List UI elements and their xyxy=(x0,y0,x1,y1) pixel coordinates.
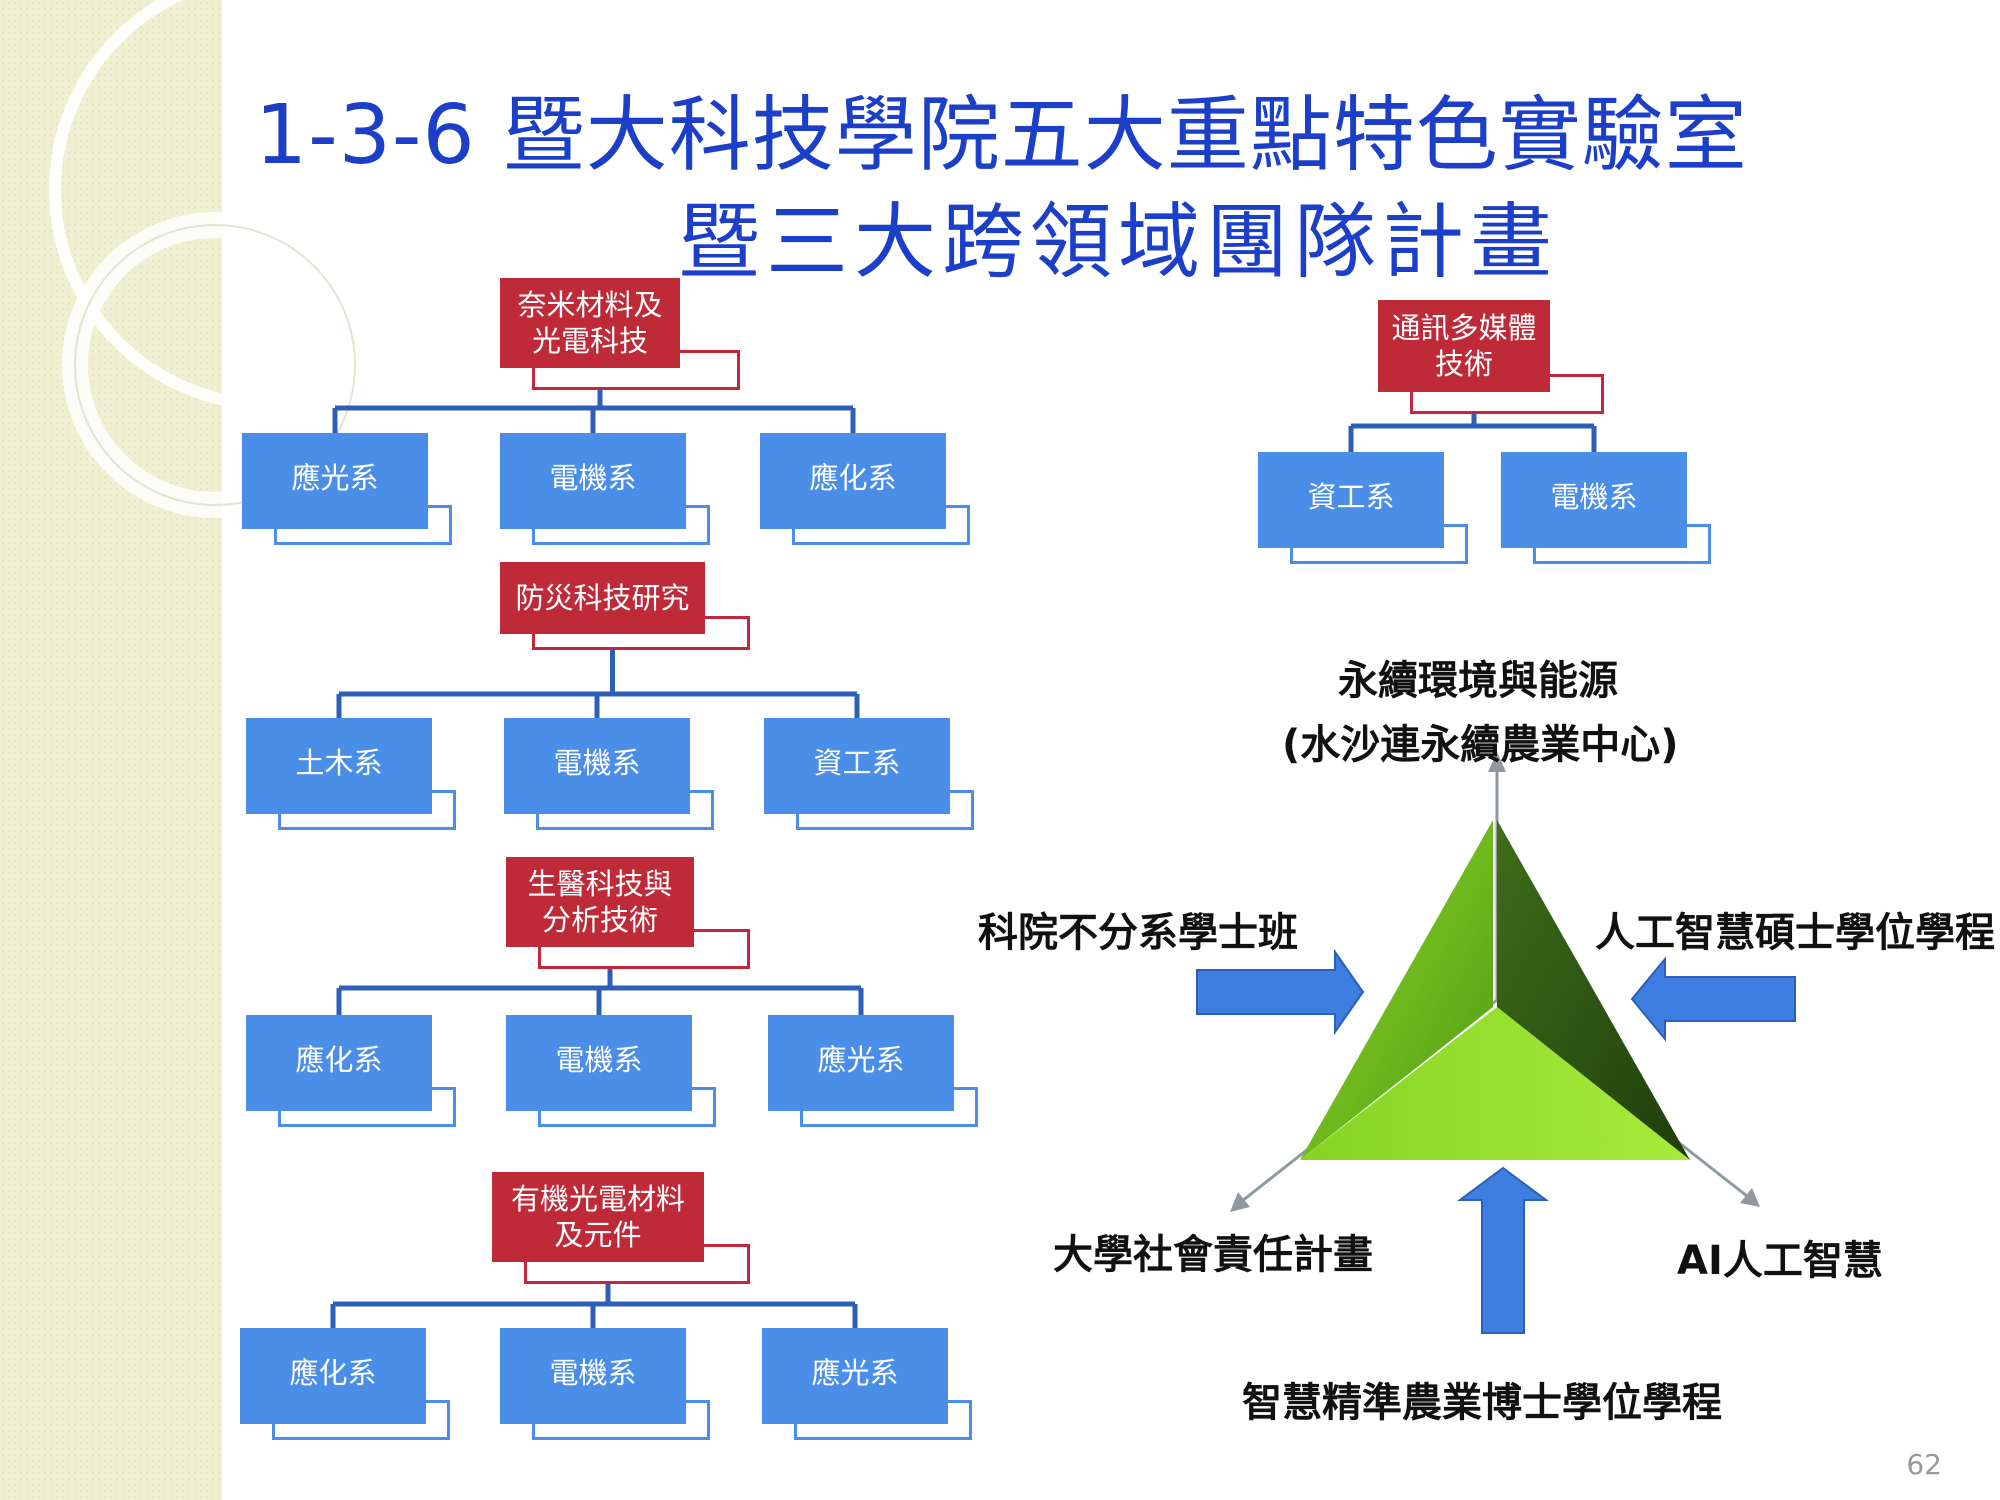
axis-bottom-right xyxy=(1496,998,1753,1202)
arrow-bottom-up xyxy=(1456,1166,1550,1334)
department-box: 土木系 xyxy=(246,718,456,830)
triangle-bottom-label: 智慧精準農業博士學位學程 xyxy=(1242,1380,1722,1426)
department-box: 應光系 xyxy=(768,1015,978,1127)
triangle-face-right xyxy=(1497,820,1690,1160)
lab-name: 生醫科技與 分析技術 xyxy=(506,857,694,947)
department-box: 電機系 xyxy=(500,1328,710,1440)
department-box: 應化系 xyxy=(240,1328,450,1440)
lab-name: 奈米材料及 光電科技 xyxy=(500,278,680,368)
axis-bottom-left-arrowhead xyxy=(1230,1192,1250,1212)
department-name: 土木系 xyxy=(246,718,432,814)
department-name: 資工系 xyxy=(764,718,950,814)
department-box: 電機系 xyxy=(506,1015,716,1127)
triangle-face-bottom xyxy=(1300,1007,1690,1160)
lab-name: 有機光電材料 及元件 xyxy=(492,1172,704,1262)
lab-name: 防災科技研究 xyxy=(500,562,705,634)
triangle-left-label: 科院不分系學士班 xyxy=(978,910,1298,956)
department-name: 電機系 xyxy=(504,718,690,814)
department-box: 資工系 xyxy=(764,718,974,830)
department-box: 應化系 xyxy=(760,433,970,545)
decorative-sidebar xyxy=(0,0,222,1500)
page-title-line-2: 暨三大跨領域團隊計畫 xyxy=(678,195,1559,290)
department-name: 應光系 xyxy=(762,1328,948,1424)
department-name: 應化系 xyxy=(760,433,946,529)
department-name: 電機系 xyxy=(500,433,686,529)
department-name: 應化系 xyxy=(246,1015,432,1111)
axis-bottom-left xyxy=(1236,998,1498,1207)
department-box: 電機系 xyxy=(504,718,714,830)
department-box: 電機系 xyxy=(1501,452,1711,564)
department-box: 電機系 xyxy=(500,433,710,545)
department-box: 應光系 xyxy=(762,1328,972,1440)
department-name: 應光系 xyxy=(768,1015,954,1111)
triangle-top-label-1: 永續環境與能源 xyxy=(1338,658,1618,704)
department-box: 應光系 xyxy=(242,433,452,545)
department-name: 應光系 xyxy=(242,433,428,529)
department-name: 電機系 xyxy=(1501,452,1687,548)
department-box: 資工系 xyxy=(1258,452,1468,564)
department-name: 應化系 xyxy=(240,1328,426,1424)
page-title-line-1: 1-3-6 暨大科技學院五大重點特色實驗室 xyxy=(255,88,1748,183)
arrow-left-in xyxy=(1196,948,1365,1036)
department-name: 電機系 xyxy=(506,1015,692,1111)
triangle-face-left xyxy=(1300,820,1493,1160)
triangle-bottom-left-label: 大學社會責任計畫 xyxy=(1053,1232,1373,1278)
triangle-right-label: 人工智慧碩士學位學程 xyxy=(1595,910,1995,956)
department-box: 應化系 xyxy=(246,1015,456,1127)
lab-name: 通訊多媒體 技術 xyxy=(1378,300,1550,392)
axis-bottom-right-arrowhead xyxy=(1740,1188,1760,1207)
department-name: 電機系 xyxy=(500,1328,686,1424)
department-name: 資工系 xyxy=(1258,452,1444,548)
arrow-right-in xyxy=(1630,956,1796,1042)
triangle-top-label-2: (水沙連永續農業中心) xyxy=(1282,722,1679,768)
page-number: 62 xyxy=(1906,1448,1942,1481)
triangle-bottom-right-label: AI人工智慧 xyxy=(1677,1238,1883,1284)
